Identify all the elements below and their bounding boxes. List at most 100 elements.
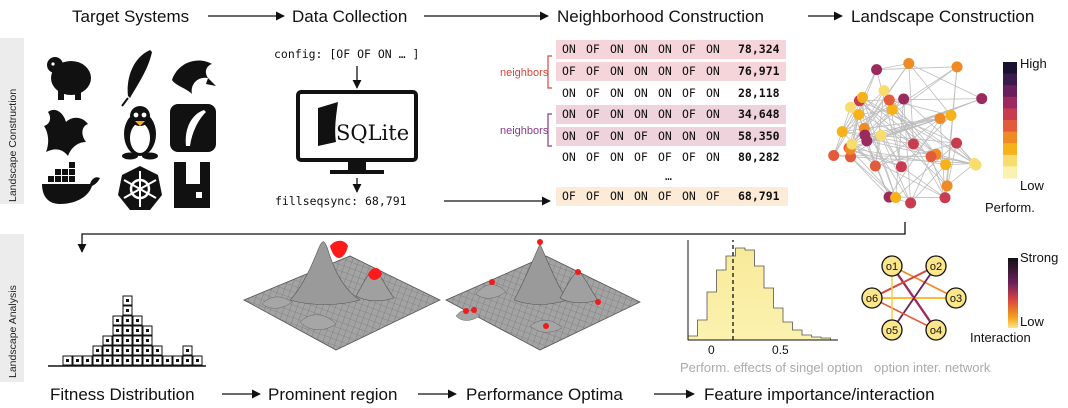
histogram-box-dot bbox=[146, 349, 149, 352]
network-edge bbox=[903, 98, 912, 204]
network-edge bbox=[908, 63, 982, 99]
histogram-box-dot bbox=[116, 349, 119, 352]
network-edge bbox=[850, 156, 975, 164]
quill-icon bbox=[170, 104, 216, 152]
option-cell: ON bbox=[562, 107, 576, 121]
sqlite-label: SQLite bbox=[336, 121, 409, 145]
histogram-box-dot bbox=[166, 359, 169, 362]
landscape-network bbox=[828, 57, 988, 209]
option-cell: ON bbox=[610, 42, 624, 56]
stage-feature-importance: Feature importance/interaction bbox=[704, 385, 935, 404]
option-cell: ON bbox=[610, 107, 624, 121]
network-edge bbox=[888, 118, 941, 198]
network-edge bbox=[880, 135, 911, 204]
option-node-label: o3 bbox=[950, 293, 962, 305]
histogram-box-dot bbox=[106, 349, 109, 352]
network-edge bbox=[901, 115, 952, 168]
configuration-node bbox=[853, 109, 865, 121]
legend-perform: Perform. bbox=[985, 200, 1035, 215]
row-highlight bbox=[556, 40, 786, 59]
histogram-box-dot bbox=[146, 339, 149, 342]
stage-fitness-distribution: Fitness Distribution bbox=[50, 385, 195, 404]
configuration-node bbox=[951, 137, 963, 149]
network-edge bbox=[859, 100, 948, 187]
network-edge bbox=[892, 109, 975, 164]
side-panel-bottom bbox=[0, 234, 24, 382]
histogram-box-dot bbox=[136, 359, 139, 362]
option-cell: ON bbox=[682, 129, 696, 143]
optima-markers bbox=[463, 239, 601, 329]
histogram-box-dot bbox=[186, 359, 189, 362]
histogram-box-dot bbox=[126, 339, 129, 342]
option-node-o3: o3 bbox=[945, 287, 967, 309]
perf-value: 76,971 bbox=[738, 64, 780, 78]
histogram-box-dot bbox=[156, 349, 159, 352]
network-edge bbox=[849, 90, 885, 150]
network-edge bbox=[876, 66, 958, 71]
stage-performance-optima: Performance Optima bbox=[466, 385, 623, 404]
network-edge bbox=[850, 156, 890, 198]
network-edge bbox=[842, 118, 941, 133]
result-text: fillseqsync: 68,791 bbox=[275, 194, 407, 208]
network-edge bbox=[910, 156, 932, 204]
tux-icon bbox=[122, 106, 158, 160]
network-edge bbox=[850, 148, 902, 168]
option-cell: ON bbox=[658, 107, 672, 121]
option-node-o6: o6 bbox=[861, 287, 883, 309]
network-edge bbox=[901, 166, 946, 199]
stage-prominent-region: Prominent region bbox=[268, 385, 397, 404]
option-cell: OF bbox=[658, 189, 672, 203]
interaction-legend-strong: Strong bbox=[1020, 250, 1058, 265]
perf-value: 34,648 bbox=[738, 107, 780, 121]
rabbit-icon bbox=[174, 162, 210, 208]
dolphin-icon bbox=[172, 60, 216, 94]
histogram-box-dot bbox=[96, 359, 99, 362]
option-cell: ON bbox=[658, 129, 672, 143]
neighbors-label-1: neighbors bbox=[500, 67, 549, 79]
histogram-box-dot bbox=[146, 359, 149, 362]
histogram-box-dot bbox=[126, 299, 129, 302]
hadoop-icon bbox=[47, 57, 91, 100]
gnu-icon bbox=[44, 109, 88, 156]
configuration-node bbox=[970, 159, 982, 171]
histogram-box-dot bbox=[136, 339, 139, 342]
option-cell: OF bbox=[658, 150, 672, 164]
configuration-node bbox=[878, 85, 890, 97]
option-cell: OF bbox=[586, 189, 600, 203]
stage-data-collection: Data Collection bbox=[292, 7, 407, 26]
configuration-node bbox=[828, 149, 840, 161]
rows-ellipsis: … bbox=[665, 169, 672, 183]
network-edge bbox=[910, 164, 946, 204]
perf-value: 68,791 bbox=[738, 189, 780, 203]
configuration-node bbox=[859, 129, 871, 141]
histogram-box-dot bbox=[136, 349, 139, 352]
option-cell: OF bbox=[562, 189, 576, 203]
row-highlight bbox=[556, 62, 786, 81]
option-cell: ON bbox=[658, 64, 672, 78]
network-edge bbox=[850, 156, 896, 198]
option-cell: OF bbox=[586, 129, 600, 143]
histogram-box-dot bbox=[116, 359, 119, 362]
legend-high: High bbox=[1020, 56, 1047, 71]
interaction-edge bbox=[871, 265, 937, 299]
stage-landscape-construction: Landscape Construction bbox=[851, 7, 1034, 26]
histogram-box-dot bbox=[136, 319, 139, 322]
colorbar-segment bbox=[1003, 120, 1017, 133]
side-panel-top bbox=[0, 38, 24, 204]
neighbors-bracket-2 bbox=[547, 113, 552, 147]
option-cell: OF bbox=[586, 150, 600, 164]
option-cell: ON bbox=[682, 189, 696, 203]
option-cell: ON bbox=[610, 189, 624, 203]
interaction-legend-title: Interaction bbox=[970, 330, 1031, 345]
configuration-node bbox=[945, 109, 957, 121]
histogram-box-dot bbox=[96, 349, 99, 352]
option-cell: ON bbox=[562, 86, 576, 100]
option-cell: OF bbox=[634, 150, 648, 164]
option-cell: ON bbox=[658, 86, 672, 100]
option-node-o5: o5 bbox=[881, 319, 903, 341]
side-label-construction: Landscape Construction bbox=[7, 89, 19, 202]
